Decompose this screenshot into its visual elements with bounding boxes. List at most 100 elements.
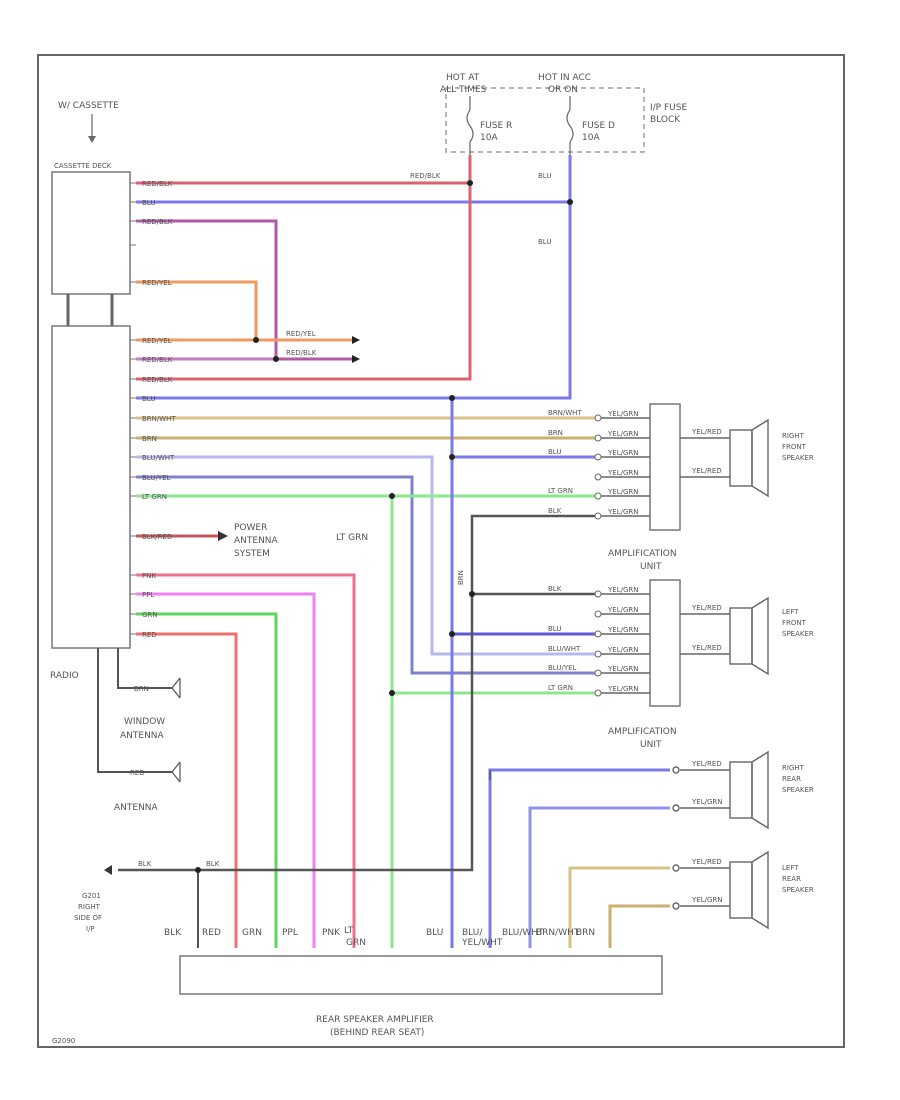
label-red-yel-jump: RED/YEL [286, 330, 316, 338]
rf-spk-wire-1: YEL/RED [691, 428, 722, 436]
radio-pin-labels: RED/BLKBLURED/BLKRED/YELRED/YELRED/BLKRE… [142, 180, 176, 639]
wire-pnk [136, 573, 356, 948]
cassette-note: W/ CASSETTE [58, 101, 119, 111]
ground-wire2-label: BLK [206, 860, 220, 868]
lf-spk-wire-1: YEL/RED [691, 604, 722, 612]
rr-speaker-1: RIGHT [782, 764, 805, 772]
amp-in-pin-label: BLK [548, 507, 562, 515]
splice-dots [195, 180, 573, 873]
rear-amp-pin-label: PPL [282, 928, 298, 938]
rear-amp-pin-label: BLU [426, 928, 443, 938]
radio-pin-label: RED/YEL [142, 279, 172, 287]
radio-pin-label: BLU [142, 395, 155, 403]
rf-spk-wire-2: YEL/RED [691, 467, 722, 475]
power-antenna-1: POWER [234, 523, 267, 533]
amp-in-pin-label: BLU [548, 448, 561, 456]
right-front-speaker-icon [680, 418, 769, 498]
main-antenna-wire-label: RED [130, 769, 145, 777]
amp-out-label: YEL/GRN [607, 430, 638, 438]
amp-out-label: YEL/GRN [607, 469, 638, 477]
fuse-d-symbol [566, 96, 574, 155]
rear-amp-pin-label: GRN [242, 928, 262, 938]
fuse-r-amp: 10A [480, 133, 498, 143]
fuse-d-label: FUSE D [582, 121, 615, 131]
label-red-blk-jump: RED/BLK [286, 349, 317, 357]
fuse-block-1: I/P FUSE [650, 103, 687, 113]
amp-out-label: YEL/GRN [607, 646, 638, 654]
amp-out-label: YEL/GRN [607, 508, 638, 516]
wire-brn-rear-left [608, 904, 670, 948]
right-front-amp-box [649, 403, 681, 531]
amp-in-pin-label: BLK [548, 585, 562, 593]
wire-red-blk-radio-fuse [136, 183, 472, 381]
amp-out-label: YEL/GRN [607, 449, 638, 457]
radio-pin-label: RED/BLK [142, 376, 173, 384]
hot-at-all-times-1: HOT AT [446, 73, 480, 83]
rear-amp-pin-label: YEL/WHT [461, 938, 503, 948]
radio-pin-label: RED/BLK [142, 180, 173, 188]
window-antenna-label-2: ANTENNA [120, 731, 165, 741]
wire-blk-ground [118, 514, 595, 872]
amp-pin-terminal [594, 630, 602, 638]
power-antenna-3: SYSTEM [234, 549, 270, 559]
radio-pin-label: BLU [142, 199, 155, 207]
wire-red [136, 632, 238, 948]
right-rear-speaker-icon [672, 750, 769, 830]
left-front-speaker-icon [680, 596, 769, 676]
rf-speaker-2: FRONT [782, 443, 807, 451]
wire-brn-wht-rear-left [568, 866, 670, 948]
amp-out-label: YEL/GRN [607, 685, 638, 693]
amp-out-label: YEL/GRN [607, 665, 638, 673]
lf-speaker-3: SPEAKER [782, 630, 814, 638]
radio-pin-label: BLK/RED [142, 533, 172, 541]
lr-wire-2: YEL/GRN [691, 896, 722, 904]
fuse-r-symbol [466, 96, 474, 155]
radio-pin-label: BLU/WHT [142, 454, 175, 462]
rear-amp-pin-label: RED [202, 928, 221, 938]
amp-out-label: YEL/GRN [607, 410, 638, 418]
radio-pin-label: BLU/YEL [142, 474, 171, 482]
main-antenna-icon [171, 761, 181, 783]
amp-pin-terminal [594, 473, 602, 481]
radio-label: RADIO [50, 671, 79, 681]
lr-speaker-2: REAR [782, 875, 801, 883]
radio-pin-label: PPL [142, 591, 154, 599]
amp-pin-terminal [594, 414, 602, 422]
left-front-amp-box [649, 579, 681, 707]
wire-blu-top [136, 155, 572, 204]
label-red-blk-top: RED/BLK [410, 172, 441, 180]
rf-unit-label-1: AMPLIFICATION [608, 549, 677, 559]
main-antenna-label: ANTENNA [114, 803, 159, 813]
rf-unit-label-2: UNIT [640, 562, 662, 572]
lf-spk-wire-2: YEL/RED [691, 644, 722, 652]
rear-amp-label-1: REAR SPEAKER AMPLIFIER [316, 1015, 434, 1025]
ground-label-3: SIDE OF [74, 914, 102, 922]
wire-red-blk-cassette [136, 219, 355, 361]
ground-label-2: RIGHT [78, 903, 101, 911]
power-antenna-2: ANTENNA [234, 536, 279, 546]
fuse-d-amp: 10A [582, 133, 600, 143]
rear-amp-label-2: (BEHIND REAR SEAT) [330, 1028, 424, 1038]
fuse-r-label: FUSE R [480, 121, 512, 131]
wire-blu-yel-rear-right [488, 768, 670, 948]
hot-in-acc-1: HOT IN ACC [538, 73, 591, 83]
lf-unit-label-2: UNIT [640, 740, 662, 750]
wire-blu-radio-fuse [136, 202, 572, 400]
hot-at-all-times-2: ALL TIMES [440, 85, 487, 95]
wire-ppl [136, 592, 316, 948]
radio-pin-label: PNK [142, 572, 156, 580]
amp-pin-terminal [594, 669, 602, 677]
rear-speaker-amplifier-box [179, 955, 663, 995]
cassette-deck-box [51, 171, 131, 295]
rr-speaker-3: SPEAKER [782, 786, 814, 794]
wire-blu-wht [136, 455, 595, 656]
rear-amp-pin-label: BRN [576, 928, 595, 938]
diagram-border [37, 54, 845, 1048]
rear-amp-pin-label: BLK [164, 928, 182, 938]
wire-blu-yel [136, 475, 595, 675]
lf-unit-label-1: AMPLIFICATION [608, 727, 677, 737]
fuse-block-2: BLOCK [650, 115, 681, 125]
